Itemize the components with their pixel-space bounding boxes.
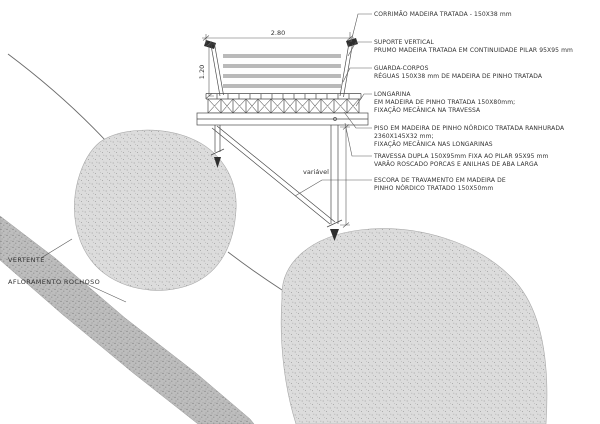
leader-escora — [294, 179, 372, 197]
dimensions: 2.80 1.20 variável — [198, 29, 354, 228]
handrail-cap-left — [204, 40, 216, 49]
dimension-guardrail-height-value: 1.20 — [198, 65, 206, 79]
longarina-row-outline — [207, 99, 360, 114]
label-vertente: VERTENTE — [8, 256, 45, 264]
dimension-pillar-height-value: variável — [303, 168, 329, 176]
terrain-labels: VERTENTE AFLORAMENTO ROCHOSO — [8, 256, 100, 286]
support-post-left-tip — [214, 157, 221, 168]
annotation-suporte-line-2: PRUMO MADEIRA TRATADA EM CONTINUIDADE PI… — [374, 47, 573, 54]
rock-outcrop-left — [74, 129, 237, 291]
annotation-travessa-line-1: TRAVESSA DUPLA 150X95mm FIXA AO PILAR 95… — [373, 153, 549, 160]
slope-line-middle — [227, 251, 283, 291]
guardrail-post-right — [339, 42, 353, 98]
annotation-longarina-line-3: FIXAÇÃO MECÂNICA NA TRAVESSA — [374, 107, 481, 114]
threaded-rod-icon — [333, 117, 337, 121]
support-post-left-break — [210, 148, 225, 156]
dimension-deck-width-value: 2.80 — [271, 29, 285, 37]
leader-guarda-corpos — [342, 67, 372, 83]
terrain — [0, 53, 548, 424]
escora-strut — [211, 125, 336, 225]
leader-vertente — [40, 238, 73, 259]
annotation-escora-line-1: ESCORA DE TRAVAMENTO EM MADEIRA DE — [374, 177, 506, 184]
leader-afloramento — [79, 280, 127, 303]
annotation-guarda-corpos-line-2: RÉGUAS 150X38 mm DE MADEIRA DE PINHO TRA… — [374, 72, 543, 80]
annotation-piso-line-3: FIXAÇÃO MECÂNICA NAS LONGARINAS — [374, 141, 493, 148]
support-post-left — [214, 125, 221, 152]
dimension-deck-width: 2.80 — [202, 29, 354, 44]
annotation-travessa-line-2: VARÃO ROSCADO PORCAS E ANILHAS DE ABA LA… — [374, 161, 539, 168]
dimension-pillar-height: variável — [303, 124, 350, 228]
leader-lines — [40, 13, 372, 303]
leader-travessa — [344, 122, 372, 157]
leader-suporte — [347, 41, 372, 57]
annotation-longarina-line-1: LONGARINA — [374, 91, 411, 98]
main-pillar-tip — [330, 229, 339, 241]
main-pillar-break — [326, 219, 343, 228]
leader-longarina — [355, 93, 372, 107]
deck-piso-joints — [216, 94, 350, 99]
annotation-piso-line-2: 2360X145X32 mm; — [374, 133, 434, 140]
label-afloramento: AFLORAMENTO ROCHOSO — [8, 278, 100, 286]
annotation-corrimao-line-1: CORRIMÃO MADEIRA TRATADA - 150X38 mm — [374, 11, 512, 18]
leader-piso — [343, 111, 372, 129]
longarina-dividers — [220, 99, 348, 113]
slope-line-upper — [7, 53, 107, 142]
annotation-suporte-line-1: SUPORTE VERTICAL — [374, 39, 434, 46]
main-pillar — [330, 125, 339, 224]
guardrail-rails — [223, 54, 341, 88]
leader-corrimao — [350, 13, 372, 43]
walkway-section — [196, 38, 369, 241]
annotation-escora-line-2: PINHO NÓRDICO TRATADO 150X50mm — [374, 185, 493, 192]
dimension-guardrail-height: 1.20 — [198, 41, 216, 99]
annotation-piso-line-1: PISO EM MADEIRA DE PINHO NÓRDICO TRATADA… — [374, 125, 565, 132]
annotation-longarina-line-2: EM MADEIRA DE PINHO TRATADA 150X80mm; — [374, 99, 515, 106]
longarina-x-marks — [207, 98, 360, 114]
rock-outcrop-right — [280, 228, 548, 424]
guardrail-post-left — [210, 43, 224, 97]
deck-piso-band — [205, 93, 362, 100]
annotations: CORRIMÃO MADEIRA TRATADA - 150X38 mm SUP… — [373, 11, 573, 192]
rock-band — [0, 215, 255, 424]
annotation-guarda-corpos-line-1: GUARDA-CORPOS — [374, 65, 429, 72]
